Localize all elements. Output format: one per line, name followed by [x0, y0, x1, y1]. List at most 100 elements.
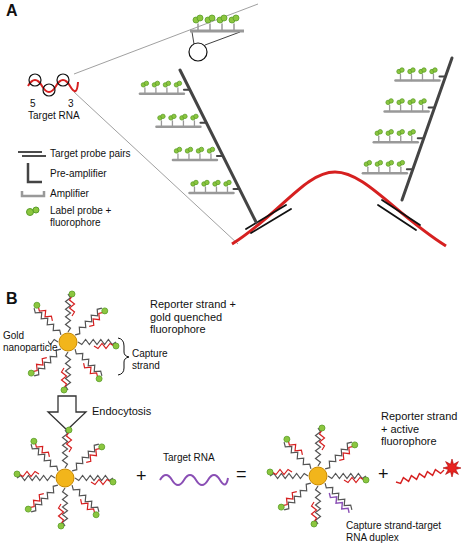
capture-strand — [31, 485, 58, 512]
reporter-strand — [59, 504, 64, 524]
reporter-strand — [30, 494, 44, 508]
label-probe-stem — [233, 24, 235, 31]
label-probe — [267, 469, 273, 475]
label-probe-stem — [227, 187, 228, 193]
legend-sample — [22, 191, 44, 196]
label-probe-stem — [378, 167, 379, 173]
label-probe-stem — [216, 187, 217, 193]
label-probe — [422, 99, 426, 103]
pre-amplifier-hook — [184, 89, 190, 91]
pre-amplifier-hook — [439, 76, 445, 78]
label-probe — [210, 147, 214, 151]
label-probe-stem — [411, 75, 412, 81]
capture-strand — [31, 444, 58, 471]
capture-strand — [34, 349, 61, 376]
reporter-strand — [91, 480, 111, 485]
pre-amplifier-hook — [418, 137, 424, 139]
label-probe-stem — [155, 88, 156, 94]
operator-sign: + — [378, 464, 389, 485]
reporter-strand — [70, 296, 75, 316]
label-probe — [93, 512, 99, 518]
reporter-strand — [33, 358, 47, 372]
label-probe — [389, 160, 393, 164]
part-label: Reporter strand + gold quenched fluoroph… — [150, 298, 250, 336]
label-probe-stem — [400, 167, 401, 173]
label-probe — [400, 160, 404, 164]
label-probe-stem — [389, 136, 390, 142]
legend-sample — [27, 209, 34, 216]
label-probe-stem — [400, 136, 401, 142]
target-probe — [378, 205, 416, 230]
pre-amplifier-hook — [200, 122, 206, 124]
process-arrow — [48, 396, 86, 430]
label-probe — [69, 291, 75, 297]
label-probe — [400, 68, 404, 72]
label-probe — [433, 68, 437, 72]
label-probe — [25, 506, 31, 512]
reporter-strand — [320, 430, 325, 450]
active-fluorophore — [443, 459, 461, 477]
reporter-strand — [396, 470, 444, 484]
reporter-strand — [81, 499, 95, 513]
label-probe — [199, 147, 203, 151]
label-probe-stem — [197, 24, 199, 31]
reporter-strand — [344, 478, 364, 483]
label-probe-stem — [194, 187, 195, 193]
label-probe-stem — [422, 105, 423, 111]
zoom-line — [192, 32, 194, 44]
label-probe — [284, 436, 290, 442]
label-probe-stem — [144, 88, 145, 94]
reporter-strand — [272, 470, 292, 475]
label-probe — [319, 425, 325, 431]
end-label: 3 — [68, 98, 74, 110]
label-probe — [389, 99, 393, 103]
capture-strand — [72, 444, 99, 471]
reporter-strand — [35, 443, 49, 457]
label-probe — [31, 438, 37, 444]
operator-sign: + — [136, 466, 147, 487]
label-probe — [411, 130, 415, 134]
legend-label: Pre-amplifier — [50, 168, 107, 180]
zoom-line — [74, 4, 258, 74]
label-probe — [378, 160, 382, 164]
capture-strand — [75, 308, 102, 335]
label-probe-stem — [177, 88, 178, 94]
capture-strand — [325, 442, 352, 469]
label-probe-stem — [172, 121, 173, 127]
zoom-line — [205, 32, 240, 45]
label-probe — [389, 130, 393, 134]
label-probe — [400, 130, 404, 134]
label-probe-stem — [194, 121, 195, 127]
label-probe — [216, 180, 220, 184]
label-probe-stem — [389, 167, 390, 173]
label-probe-stem — [188, 154, 189, 160]
reporter-strand — [84, 363, 98, 377]
label-probe-stem — [400, 105, 401, 111]
capture-strand — [284, 442, 311, 469]
label-probe-stem — [183, 121, 184, 127]
pre-amplifier-hook — [233, 188, 239, 190]
label-probe — [194, 180, 198, 184]
label-probe — [113, 343, 119, 349]
label-probe — [197, 15, 203, 21]
label-probe — [58, 523, 64, 529]
reporter-strand — [19, 472, 39, 477]
label-probe — [205, 180, 209, 184]
probe-circle — [43, 84, 55, 96]
label-probe-stem — [161, 121, 162, 127]
label-probe — [110, 479, 116, 485]
label-probe — [155, 81, 159, 85]
zoom-circle — [189, 43, 207, 61]
capture-strand — [72, 485, 99, 512]
part-label: Capture strand-target RNA duplex — [346, 520, 464, 543]
label-probe — [172, 114, 176, 118]
reporter-strand — [288, 441, 302, 455]
label-probe — [378, 130, 382, 134]
label-probe-stem — [166, 88, 167, 94]
legend-label: Target probe pairs — [50, 148, 131, 160]
legend-sample — [28, 163, 42, 182]
gold-nanoparticle — [56, 469, 74, 487]
reporter-strand — [312, 502, 317, 522]
label-probe — [411, 68, 415, 72]
